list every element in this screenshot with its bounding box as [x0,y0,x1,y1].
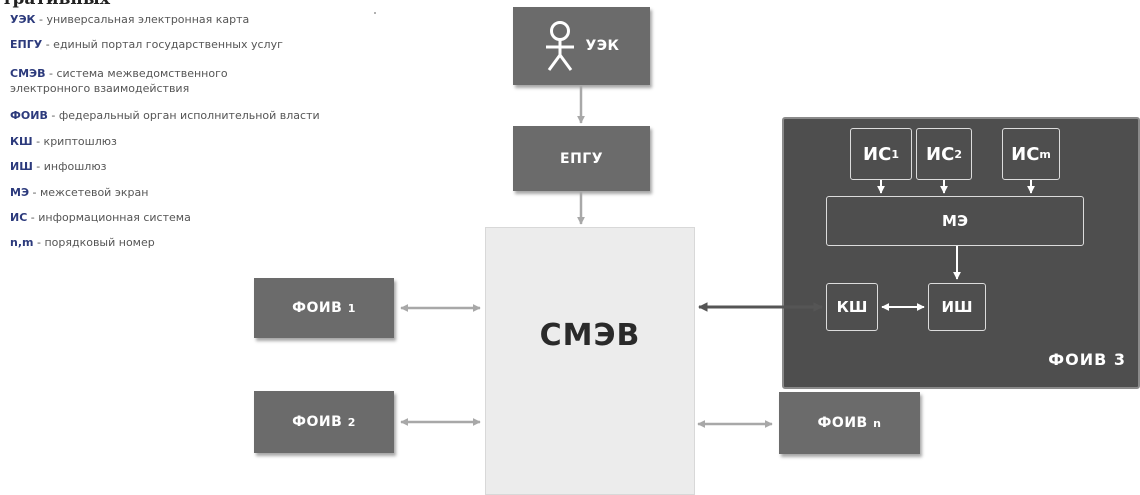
ksh-box: КШ [826,283,878,331]
ish-box: ИШ [928,283,986,331]
foivn-box: ФОИВ n [779,392,920,454]
smev-label: СМЭВ [539,318,641,353]
foiv2-num: 2 [347,415,356,429]
uek-label: УЭК [585,38,620,54]
legend-item-ksh: КШ - криптошлюз [10,135,117,148]
is2-num: 2 [954,147,962,161]
foivn-label: ФОИВ [817,415,868,431]
smev-block [485,227,695,495]
legend-item-is: ИС - информационная система [10,211,191,224]
ksh-label: КШ [836,298,868,316]
legend-item-smev-cont: электронного взаимодействия [10,82,190,95]
ism-label: ИС [1011,143,1040,165]
foiv3-container [782,117,1140,389]
is2-label: ИС [926,143,955,165]
foiv1-num: 1 [347,301,356,315]
epgu-label: ЕПГУ [560,150,603,167]
uek-box: УЭК [513,7,650,85]
foivn-num: n [873,416,882,430]
epgu-box: ЕПГУ [513,126,650,191]
foiv1-label: ФОИВ [292,300,343,316]
foiv1-box: ФОИВ 1 [254,278,394,338]
legend-item-ish: ИШ - инфошлюз [10,160,107,173]
me-box: МЭ [826,196,1084,246]
stray-dot [374,12,376,14]
person-icon [546,21,575,71]
is1-label: ИС [863,143,892,165]
foiv2-label: ФОИВ [292,414,343,430]
legend-item-smev: СМЭВ - система межведомственного [10,67,228,80]
legend-item-foiv: ФОИВ - федеральный орган исполнительной … [10,109,320,122]
is1-num: 1 [891,147,899,161]
foiv3-label: ФОИВ 3 [1048,350,1126,369]
ish-label: ИШ [941,298,973,316]
ism-num: m [1039,147,1051,161]
legend-item-uek: УЭК - универсальная электронная карта [10,13,250,26]
legend-item-me: МЭ - межсетевой экран [10,186,149,199]
legend-item-epgu: ЕПГУ - единый портал государственных усл… [10,38,283,51]
heading-fragment: тративных [2,0,110,9]
foiv2-box: ФОИВ 2 [254,391,394,453]
me-label: МЭ [942,212,968,230]
legend-item-nm: n,m - порядковый номер [10,236,155,249]
